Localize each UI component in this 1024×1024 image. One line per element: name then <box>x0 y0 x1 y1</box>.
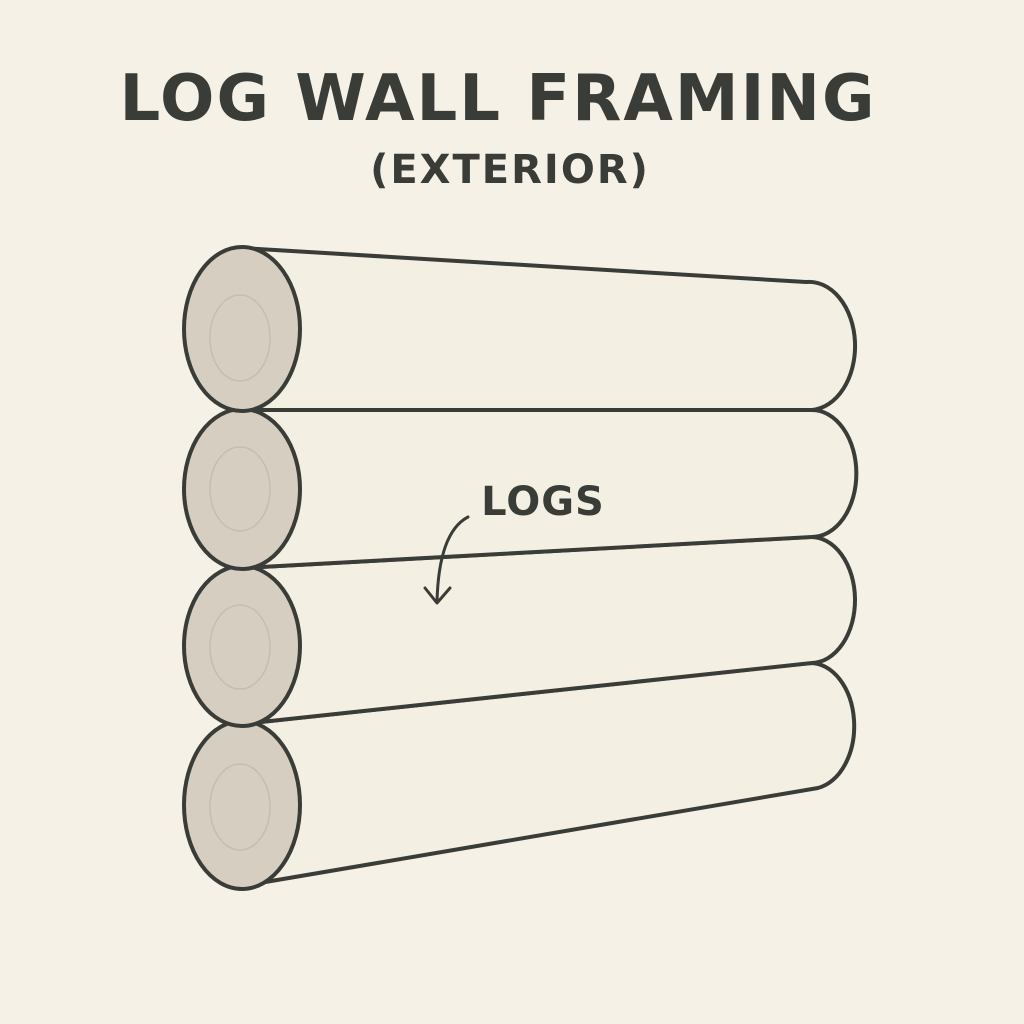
diagram-title: LOG WALL FRAMING <box>120 62 877 136</box>
log-end <box>182 245 302 413</box>
diagram-subtitle: (EXTERIOR) <box>370 147 650 193</box>
log-end <box>182 564 302 728</box>
log-ring <box>209 294 271 382</box>
label-arrow <box>435 515 470 604</box>
log-1 <box>182 245 858 413</box>
log-end <box>182 719 302 891</box>
log-body <box>240 408 859 570</box>
log-ring <box>209 604 271 690</box>
arrowhead <box>423 586 452 605</box>
log-end <box>182 407 302 571</box>
log-body <box>240 246 858 412</box>
log-body <box>240 660 857 888</box>
log-ring <box>209 763 271 851</box>
log-body <box>240 534 857 726</box>
log-ring <box>209 446 271 532</box>
log-3 <box>182 534 857 728</box>
log-2 <box>182 407 859 571</box>
logs-label: LOGS <box>481 479 605 525</box>
log-4 <box>182 660 857 891</box>
